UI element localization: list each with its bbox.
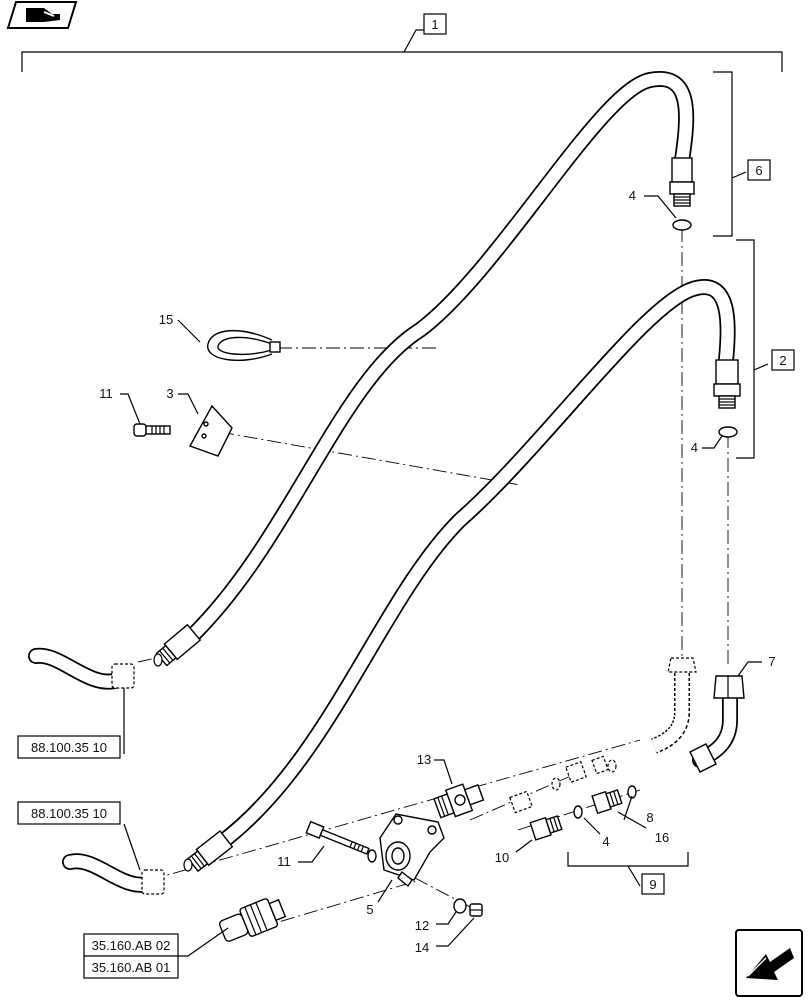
callout-4-upper: 4 [629,188,636,203]
callout-box-1[interactable]: 1 [423,13,447,35]
callout-box-2[interactable]: 2 [771,349,795,371]
svg-text:35.160.AB 02: 35.160.AB 02 [92,938,171,953]
quick-coupler-13[interactable] [433,779,486,821]
other-hose-lower [62,853,165,895]
callout-4-lower: 4 [602,834,609,849]
callout-3: 3 [166,386,173,401]
bolt-11-lower[interactable] [305,820,370,857]
callout-10: 10 [495,850,509,865]
svg-text:6: 6 [755,163,762,178]
callout-11-upper: 11 [99,386,113,401]
hose-2-lower-fitting [187,830,234,873]
reference-box-middle[interactable]: 88.100.35 10 [17,801,121,825]
callout-box-9[interactable]: 9 [641,873,665,895]
ghost-elbow-left [650,657,697,754]
washer-12[interactable] [453,898,467,914]
mounting-bracket-5[interactable] [379,813,445,888]
hose-6[interactable] [184,70,695,644]
reference-box-bottom-1[interactable]: 35.160.AB 02 [83,933,179,957]
elbow-fitting-7[interactable] [689,675,745,773]
bracket-hose-6 [713,71,747,237]
svg-text:88.100.35 10: 88.100.35 10 [31,806,107,821]
hose-2-upper-fitting [713,359,741,409]
callout-8: 8 [646,810,653,825]
nut-14[interactable] [469,903,483,917]
o-ring-8[interactable] [627,785,637,799]
cable-tie-15[interactable] [207,329,281,361]
adapter-16[interactable] [591,788,623,815]
reference-box-bottom-2[interactable]: 35.160.AB 01 [83,955,179,979]
o-ring-4-middle[interactable] [718,426,738,438]
callout-5: 5 [366,902,373,917]
bracket-hose-2 [736,239,769,459]
hose-2[interactable] [214,279,736,850]
adapter-10[interactable] [529,814,563,841]
callout-13: 13 [417,752,431,767]
next-page-arrow-icon[interactable] [735,929,803,997]
svg-text:2: 2 [779,353,786,368]
callout-4-middle: 4 [691,440,698,455]
svg-text:9: 9 [649,877,656,892]
quick-coupler-female [218,898,287,942]
callout-7: 7 [768,654,775,669]
callout-11-lower: 11 [277,854,291,869]
callout-14: 14 [415,940,429,955]
washer-lower [367,849,377,863]
callout-12: 12 [415,918,429,933]
hose-6-upper-fitting [669,157,695,207]
svg-text:1: 1 [431,17,438,32]
clip-3[interactable] [188,404,233,457]
reference-box-top[interactable]: 88.100.35 10 [17,735,121,759]
svg-text:88.100.35 10: 88.100.35 10 [31,740,107,755]
callout-16: 16 [655,830,669,845]
ghost-adapters [153,653,617,872]
bracket-assembly-1 [21,29,783,72]
callout-labels: 4 4 15 3 11 7 13 8 16 4 10 11 5 12 14 [99,188,775,955]
o-ring-4-upper[interactable] [672,219,692,231]
screw-11-upper[interactable] [133,423,171,437]
other-hose-upper [28,647,135,690]
callout-15: 15 [159,312,173,327]
leader-lines [120,195,762,957]
svg-text:35.160.AB 01: 35.160.AB 01 [92,960,171,975]
bracket-kit-9 [567,852,689,887]
book-hand-icon[interactable] [6,1,78,29]
o-ring-4-lower[interactable] [573,805,583,819]
callout-box-6[interactable]: 6 [747,159,771,181]
